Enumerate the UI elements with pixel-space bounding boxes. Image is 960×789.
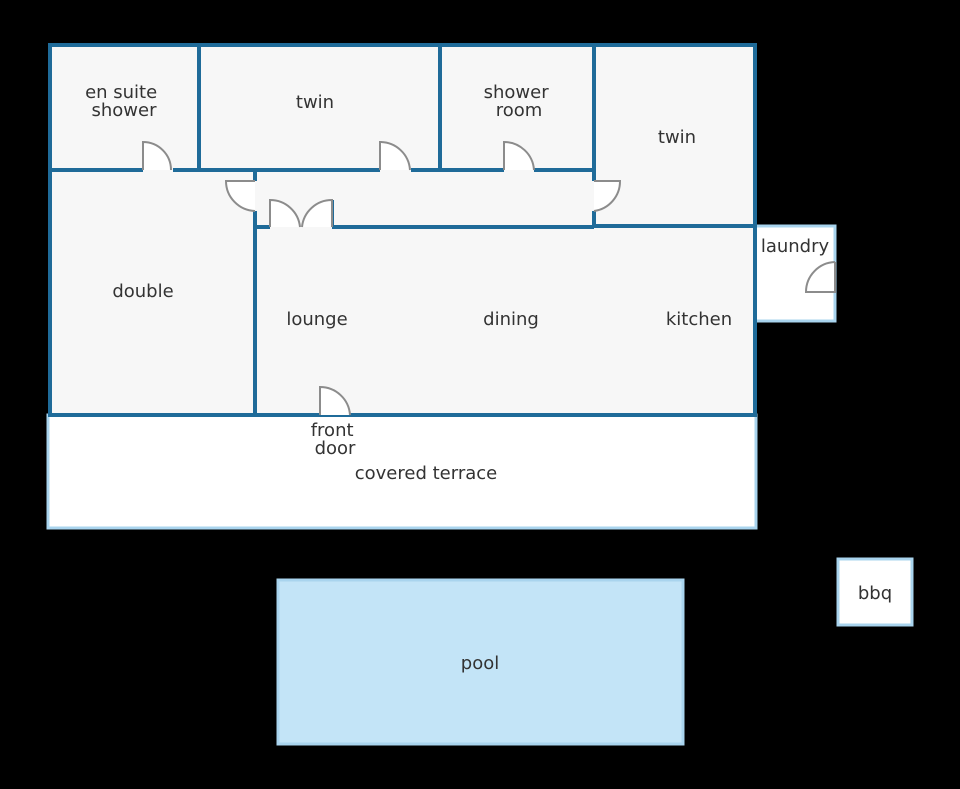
dining-label: dining	[483, 309, 539, 330]
kitchen-label: kitchen	[666, 309, 732, 330]
double-room-label: double	[112, 281, 173, 302]
pool-area	[276, 578, 685, 746]
covered-terrace-label: covered terrace	[355, 463, 497, 484]
front-door-label: front door	[311, 420, 360, 459]
twin-room-2-label: twin	[658, 127, 696, 148]
laundry-label: laundry	[761, 236, 830, 257]
twin-room-1-label: twin	[296, 92, 334, 113]
bbq-label: bbq	[858, 583, 892, 604]
en-suite-shower-label: en suite shower	[85, 82, 163, 121]
bbq-area	[836, 557, 914, 627]
doors	[142, 140, 836, 416]
shower-room-label: shower room	[484, 82, 555, 121]
lounge-label: lounge	[286, 309, 347, 330]
covered-terrace-area	[46, 413, 758, 530]
house-footprint	[50, 45, 755, 415]
pool-label: pool	[461, 653, 499, 674]
walls	[48, 43, 757, 417]
